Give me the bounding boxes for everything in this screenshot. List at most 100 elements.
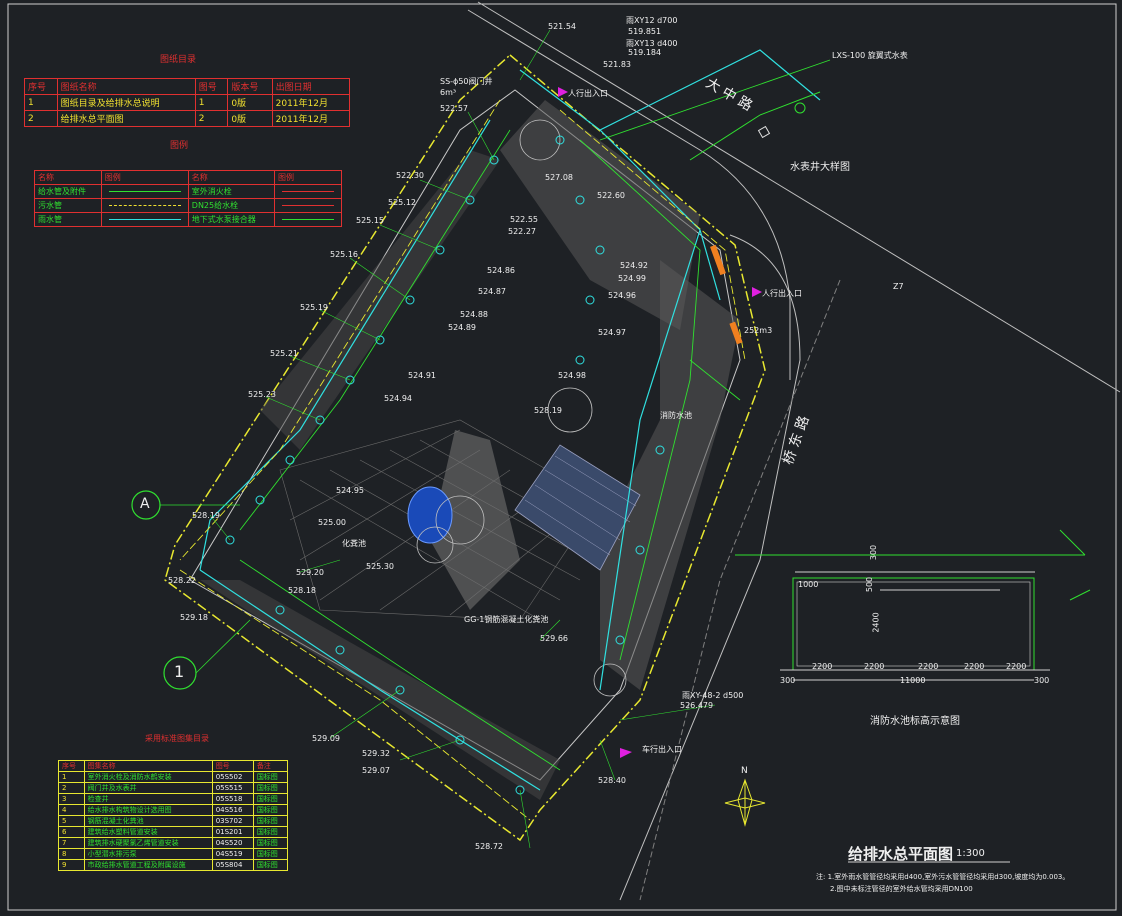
dimension: 1000 (798, 580, 819, 589)
cell: 04S519 (211, 848, 254, 860)
cell: 国标图 (252, 837, 289, 849)
pipe-label: 消防水池 (660, 411, 692, 420)
fountain-pool (407, 486, 453, 544)
cell: 0版 (227, 110, 273, 127)
cell: 国标图 (252, 782, 289, 794)
cell: 1 (58, 771, 85, 783)
elevation-label: 524.97 (598, 328, 626, 337)
elevation-label: 528.22 (168, 576, 196, 585)
cell: 阀门井及水表井 (83, 782, 213, 794)
elevation-label: 522.30 (396, 171, 424, 180)
meter-well-detail (689, 91, 821, 161)
elevation-leaders (209, 29, 716, 849)
col-header: 序号 (58, 760, 85, 772)
drawing-note: 2.图中未标注管径的室外给水管均采用DN100 (830, 885, 973, 893)
elevation-label: 526.479 (680, 701, 714, 710)
road-edge-b (467, 9, 791, 380)
pipe-label: 雨XY13 d400 (626, 39, 678, 48)
cell: 04S520 (211, 837, 254, 849)
elevation-label: 522.55 (510, 215, 538, 224)
pipe-label: 人行出入口 (762, 289, 802, 298)
cell: 国标图 (252, 859, 289, 871)
cell: 2011年12月 (271, 110, 351, 127)
cell: 国标图 (252, 793, 289, 805)
cell: 国标图 (252, 826, 289, 838)
cell: 给水排水构筑物设计选用图 (83, 804, 213, 816)
elevation-label: 519.184 (628, 48, 662, 57)
elevation-label: 528.72 (475, 842, 503, 851)
tree-symbol (593, 663, 627, 697)
cell: 建筑排水硬聚氯乙烯管道安装 (83, 837, 213, 849)
cell: 05S515 (211, 782, 254, 794)
tree-symbol (416, 526, 454, 564)
elevation-label: 528.40 (598, 776, 626, 785)
elevation-label: 522.57 (440, 104, 468, 113)
cell: 小型潜水排污泵 (83, 848, 213, 860)
table-row: 雨水管 地下式水泵接合器 (34, 212, 342, 227)
pump-room-marker (729, 321, 743, 345)
elevation-label: 522.60 (597, 191, 625, 200)
dimension: 2200 (812, 662, 833, 671)
elevation-label: 525.30 (366, 562, 394, 571)
elevation-label: 528.19 (192, 511, 220, 520)
cell: 6 (58, 826, 85, 838)
road-edge-c (619, 234, 801, 901)
pump-room-marker (710, 244, 726, 276)
fire-pool-section (735, 529, 1091, 681)
cell: 国标图 (252, 771, 289, 783)
elevation-label: 525.00 (318, 518, 346, 527)
elevation-label: 529.32 (362, 749, 390, 758)
pipe-label: 252m3 (744, 326, 773, 335)
cell: 7 (58, 837, 85, 849)
cell: 国标图 (252, 848, 289, 860)
drawing-index-table: 序号 图纸名称 图号 版本号 出图日期 1 图纸目录及给排水总说明 1 0版 2… (24, 78, 351, 127)
north-arrow (724, 778, 766, 827)
striped-plaza-lines (524, 455, 637, 556)
elevation-label: 529.20 (296, 568, 324, 577)
pipe-label: 雨XY12 d700 (626, 16, 678, 25)
elevation-label: 524.88 (460, 310, 488, 319)
elevation-label: 527.08 (545, 173, 573, 182)
dimension: 500 (865, 576, 875, 593)
elevation-label: 529.09 (312, 734, 340, 743)
pipe-label: 人行出入口 (568, 89, 608, 98)
elevation-label: 529.66 (540, 634, 568, 643)
pipe-label: 6m³ (440, 88, 457, 97)
dimension: 2200 (918, 662, 939, 671)
water-pipes (199, 49, 821, 791)
cell: 市政给排水管道工程及附属设施 (83, 859, 213, 871)
table-row: 1 图纸目录及给排水总说明 1 0版 2011年12月 (24, 94, 351, 111)
elevation-label: 521.83 (603, 60, 631, 69)
legend-caption: 图例 (170, 141, 189, 151)
elevation-label: 524.87 (478, 287, 506, 296)
pipe-label: 化粪池 (342, 539, 366, 548)
cell: 05S502 (211, 771, 254, 783)
pump-connector-symbol (274, 212, 342, 227)
drawing-index-caption: 图纸目录 (160, 55, 197, 65)
entrance-arrow (620, 748, 632, 758)
cell: 国标图 (252, 804, 289, 816)
elevation-label: 524.99 (618, 274, 646, 283)
hatch-zone-east (600, 260, 740, 690)
dimension: 300 (1034, 676, 1050, 685)
dimension: 300 (869, 544, 879, 561)
cell: 3 (58, 793, 85, 805)
manhole-markers (225, 135, 665, 795)
cell: 03S702 (211, 815, 254, 827)
drawing-border (7, 3, 1117, 911)
elevation-label: 525.19 (300, 303, 328, 312)
elevation-label: 524.91 (408, 371, 436, 380)
drawing-note: 注: 1.室外雨水管管径均采用d400,室外污水管管径均采用d300,坡度均为0… (816, 873, 1070, 881)
elevation-label: 519.851 (628, 27, 662, 36)
cell: 01S201 (211, 826, 254, 838)
legend-table: 名称 图例 名称 图例 给水管及附件 室外消火栓 污水管 DN25给水栓 雨水管… (34, 170, 342, 227)
elevation-label: 524.89 (448, 323, 476, 332)
